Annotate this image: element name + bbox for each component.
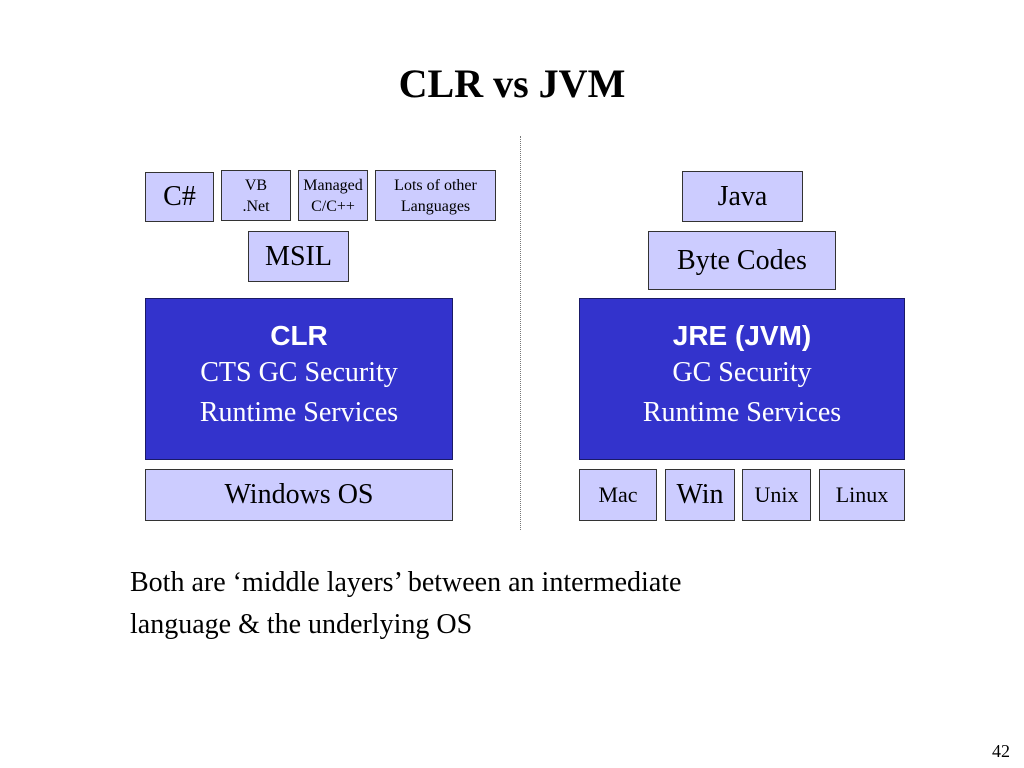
summary-note: Both are ‘middle layers’ between an inte…	[130, 567, 682, 640]
lang-box-vbnet: VB .Net	[221, 170, 291, 221]
lang-box-managed-cpp: Managed C/C++	[298, 170, 368, 221]
jre-services: GC Security Runtime Services	[642, 357, 842, 428]
clr-runtime-box: CLR CTS GC Security Runtime Services	[145, 298, 453, 460]
clr-heading: CLR	[270, 320, 328, 351]
lang-box-csharp: C#	[145, 172, 214, 222]
jre-heading: JRE (JVM)	[672, 320, 812, 351]
bytecodes-box: Byte Codes	[648, 231, 836, 290]
clr-services: CTS GC Security Runtime Services	[199, 357, 399, 428]
page-number: 42	[992, 741, 1010, 761]
os-box-linux: Linux	[819, 469, 905, 521]
lang-box-java: Java	[682, 171, 803, 222]
vertical-divider	[520, 136, 521, 530]
os-box-win: Win	[665, 469, 735, 521]
jre-runtime-box: JRE (JVM) GC Security Runtime Services	[579, 298, 905, 460]
slide-title: CLR vs JVM	[398, 61, 626, 106]
os-box-windows: Windows OS	[145, 469, 453, 521]
os-box-mac: Mac	[579, 469, 657, 521]
lang-box-other-languages: Lots of other Languages	[375, 170, 496, 221]
os-box-unix: Unix	[742, 469, 811, 521]
msil-box: MSIL	[248, 231, 349, 282]
